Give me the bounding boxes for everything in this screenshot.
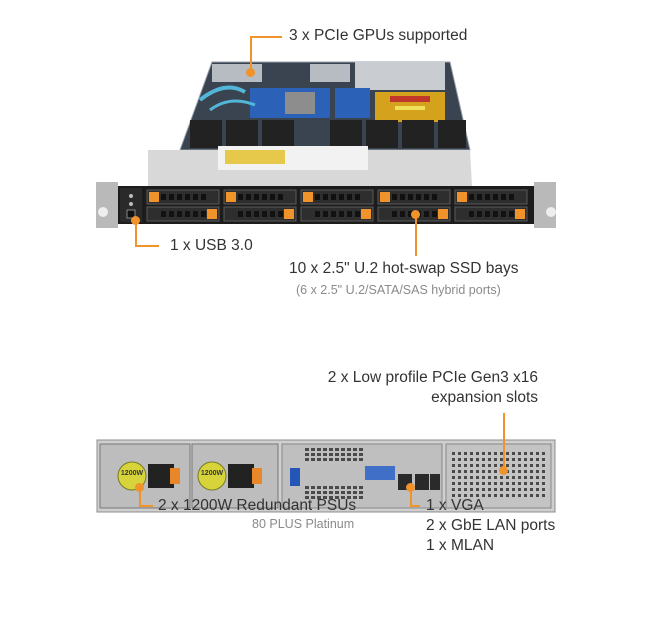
drive-bay xyxy=(223,189,297,205)
drive-bay xyxy=(300,206,374,222)
front-server-illustration xyxy=(96,61,556,228)
gpu-callout-line-h xyxy=(250,36,282,38)
drive-bay xyxy=(377,189,451,205)
ssd-callout-sublabel: (6 x 2.5" U.2/SATA/SAS hybrid ports) xyxy=(296,283,501,297)
gpu-callout-dot xyxy=(246,68,255,77)
psu-label-1: 1200W xyxy=(120,470,144,477)
usb-callout-line-v xyxy=(135,220,137,247)
psu-label-2: 1200W xyxy=(200,470,224,477)
ssd-callout-label: 10 x 2.5" U.2 hot-swap SSD bays xyxy=(289,260,519,277)
rear-server-illustration xyxy=(96,439,556,513)
pcie-callout-label-line2: expansion slots xyxy=(431,389,538,406)
pcie-callout-label-line1: 2 x Low profile PCIe Gen3 x16 xyxy=(327,369,538,386)
gpu-callout-line-v xyxy=(250,36,252,72)
io-callout-line-h xyxy=(410,505,420,507)
io-callout-label-vga: 1 x VGA xyxy=(426,497,484,514)
drive-bay xyxy=(223,206,297,222)
psu-callout-label: 2 x 1200W Redundant PSUs xyxy=(158,497,357,514)
ssd-callout-line-v xyxy=(415,214,417,256)
drive-bay xyxy=(454,189,528,205)
io-callout-label-lan: 2 x GbE LAN ports xyxy=(426,517,556,534)
usb-callout-label: 1 x USB 3.0 xyxy=(170,237,253,254)
io-callout-line-v xyxy=(410,487,412,507)
drive-bay xyxy=(300,189,374,205)
pcie-callout-line-v xyxy=(503,413,505,468)
psu-callout-sublabel: 80 PLUS Platinum xyxy=(252,517,355,531)
drive-bay xyxy=(454,206,528,222)
pcie-callout-dot xyxy=(499,466,508,475)
gpu-callout-label: 3 x PCIe GPUs supported xyxy=(289,27,468,44)
drive-bay xyxy=(146,206,220,222)
usb-callout-line-h xyxy=(135,245,159,247)
drive-bay xyxy=(146,189,220,205)
io-callout-label-mlan: 1 x MLAN xyxy=(426,537,495,554)
psu-callout-line-h xyxy=(139,505,153,507)
psu-callout-line-v xyxy=(139,487,141,507)
